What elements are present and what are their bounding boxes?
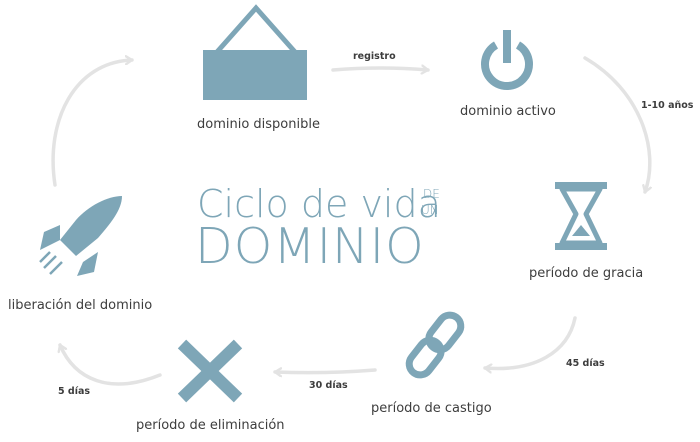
title-small-bottom: UN [421, 203, 439, 217]
title-line1: Ciclo de vida [197, 182, 441, 226]
arrow-45-dias [483, 316, 577, 369]
transition-label-1-10-anos: 1-10 años [641, 100, 694, 111]
arrow-5-dias [60, 343, 162, 386]
power-icon [481, 30, 533, 91]
arrow-liberacion-disponible [51, 60, 134, 187]
transition-label-registro: registro [353, 51, 396, 62]
x-icon [177, 339, 243, 403]
stage-label-activo: dominio activo [460, 104, 556, 119]
stage-label-gracia: período de gracia [529, 266, 644, 281]
title-line2: DOMINIO [195, 218, 425, 275]
stage-label-liberacion: liberación del dominio [8, 298, 153, 313]
hanging-sign-icon [203, 4, 307, 100]
stage-label-castigo: período de castigo [371, 401, 492, 416]
arrow-30-dias [273, 370, 377, 373]
title-small-top: DE [423, 187, 440, 201]
chain-link-icon [405, 311, 465, 379]
stage-label-eliminacion: período de eliminación [136, 418, 285, 433]
transition-label-30-dias: 30 días [309, 380, 348, 391]
stage-label-disponible: dominio disponible [197, 117, 320, 132]
transition-label-45-dias: 45 días [566, 358, 605, 369]
rocket-icon [39, 196, 122, 276]
hourglass-icon [555, 182, 607, 250]
arrow-1-10-anos [583, 56, 650, 194]
arrow-registro [331, 68, 430, 70]
transition-label-5-dias: 5 días [58, 386, 91, 397]
